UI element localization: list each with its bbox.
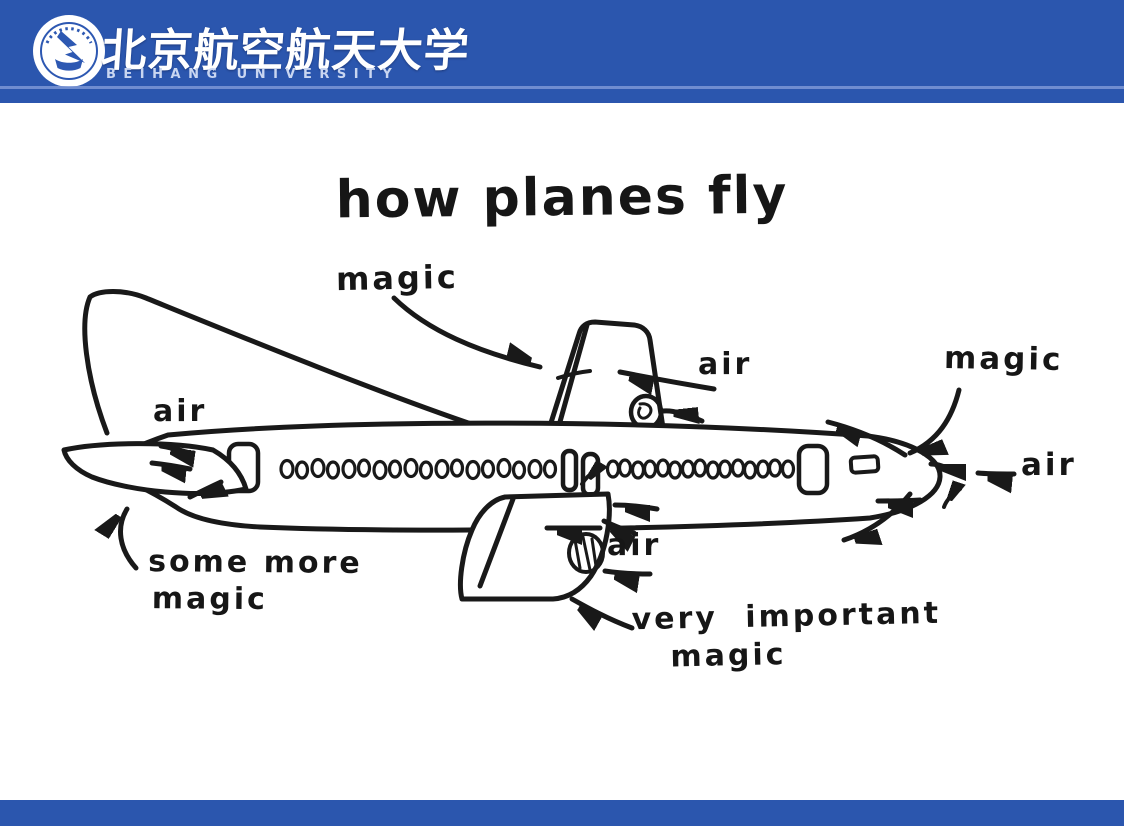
tail-fin (82, 289, 492, 436)
cockpit-window (848, 454, 881, 475)
air-tail-arrow-lower (149, 460, 193, 469)
university-logo-icon (33, 15, 105, 87)
magic-nose-arrow (907, 387, 962, 453)
label-some-more-magic: some more magic (148, 544, 363, 618)
very-important-magic-line1: very important (631, 595, 942, 638)
air-wing-bottom-arrow (602, 568, 653, 574)
label-magic-nose: magic (943, 339, 1064, 379)
horizontal-stabilizer (61, 441, 249, 496)
stab-diagonal-arrow (187, 479, 221, 497)
near-wing (457, 491, 612, 602)
air-nose-small-arrow (928, 461, 953, 471)
label-very-important-magic: very important magic (631, 595, 942, 675)
label-air-wing-top: air (698, 347, 753, 382)
some-more-magic-arrow (121, 506, 139, 571)
footer-bar (0, 800, 1124, 826)
very-important-magic-arrow (569, 596, 635, 628)
air-nose-arrow (975, 470, 1017, 474)
front-door (796, 443, 830, 496)
windows (279, 457, 796, 481)
flow-arrows (544, 419, 960, 540)
air-tail-arrow-upper (158, 443, 186, 452)
very-important-magic-line2: magic (670, 637, 787, 675)
header-divider-line (0, 86, 1124, 89)
label-air-wing-bottom: air (607, 528, 662, 563)
university-name-en: BEIHANG UNIVERSITY (106, 67, 400, 82)
label-arrows (121, 295, 1017, 628)
magic-wing-arrow (391, 295, 543, 370)
label-air-nose: air (1021, 447, 1077, 483)
air-top-engine-arrow (660, 411, 705, 421)
label-magic-wing: magic (335, 257, 460, 299)
some-more-magic-line1: some more (148, 544, 363, 581)
label-air-tail: air (153, 394, 208, 429)
some-more-magic-line2: magic (151, 581, 269, 618)
air-top-arrow (617, 369, 717, 389)
header-bar: 北京航空航天大学 BEIHANG UNIVERSITY (0, 0, 1124, 103)
